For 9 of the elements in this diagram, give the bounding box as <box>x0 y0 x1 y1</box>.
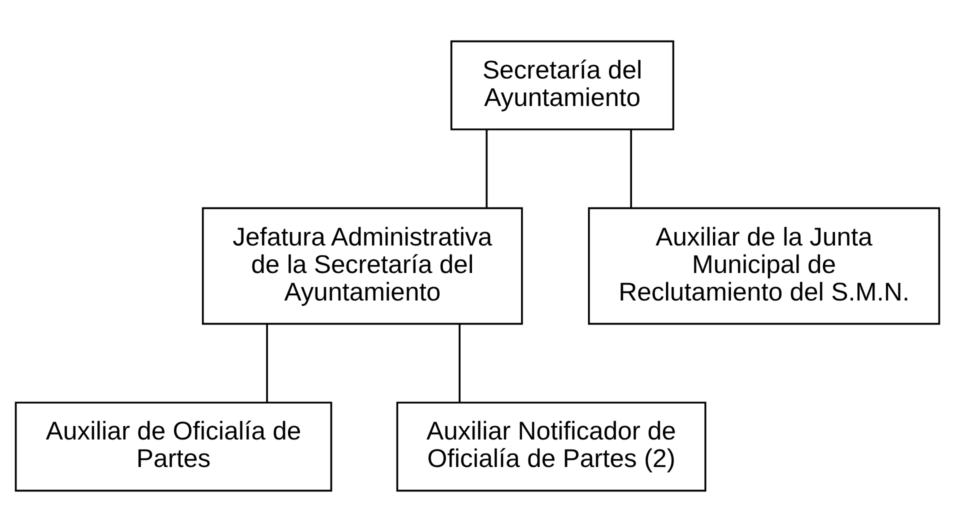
node-box: Auxiliar Notificador de Oficialía de Partes (2) <box>396 402 706 492</box>
connector <box>486 130 488 208</box>
connector <box>630 130 632 208</box>
connector <box>458 324 461 402</box>
node-box: Auxiliar de Oficialía de Partes <box>14 402 332 492</box>
node-box: Secretaría del Ayuntamiento <box>450 40 674 130</box>
node-box: Jefatura Administrativa de la Secretaría del Ayuntamiento <box>202 207 523 325</box>
node-box: Auxiliar de la Junta Municipal de Reclutamiento del S.M.N. <box>588 207 940 325</box>
connector <box>266 324 268 402</box>
